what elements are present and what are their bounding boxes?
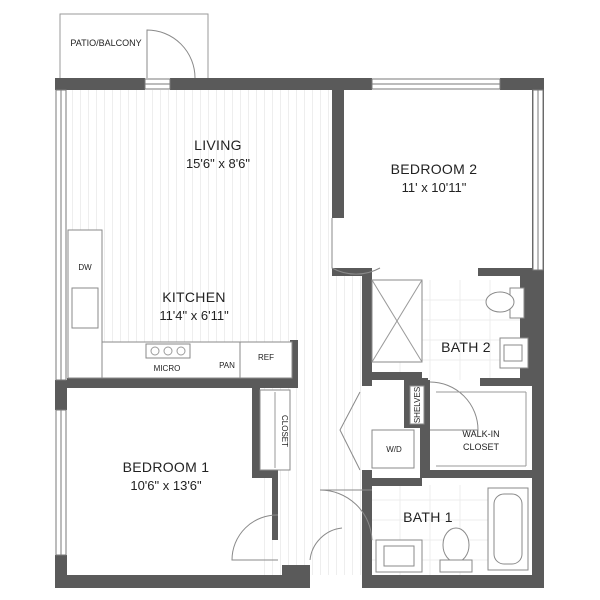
bath2-label: BATH 2 xyxy=(441,339,491,355)
pantry-label: PAN xyxy=(219,361,235,370)
bedroom2-label: BEDROOM 2 xyxy=(391,161,478,177)
washer-dryer-label: W/D xyxy=(386,445,402,454)
bath2-fixtures xyxy=(371,279,529,369)
patio-outline xyxy=(59,13,209,78)
microwave-label: MICRO xyxy=(154,364,181,373)
dishwasher-label: DW xyxy=(78,263,92,272)
wood-flooring xyxy=(68,90,362,575)
walkin-label-line2: CLOSET xyxy=(463,442,500,452)
bedroom1-label: BEDROOM 1 xyxy=(123,459,210,475)
doors xyxy=(146,29,479,561)
bedroom1-closet xyxy=(259,389,291,471)
closet-label: CLOSET xyxy=(280,415,289,447)
living-dims: 15'6" x 8'6" xyxy=(186,156,250,171)
bedroom1-dims: 10'6" x 13'6" xyxy=(130,478,202,493)
walkin-label-line1: WALK-IN xyxy=(462,429,499,439)
walls xyxy=(55,78,544,588)
windows xyxy=(55,78,544,556)
living-label: LIVING xyxy=(194,137,242,153)
shelves-label: SHELVES xyxy=(413,387,422,423)
bedroom2-dims: 11' x 10'11" xyxy=(402,180,467,195)
patio-label: PATIO/BALCONY xyxy=(70,38,141,48)
bath1-fixtures xyxy=(375,487,529,573)
kitchen-dims: 11'4" x 6'11" xyxy=(159,308,229,323)
refrigerator-label: REF xyxy=(258,353,274,362)
kitchen-label: KITCHEN xyxy=(162,289,226,305)
laundry-and-closet xyxy=(371,385,527,469)
kitchen-counters xyxy=(67,229,293,379)
bath1-label: BATH 1 xyxy=(403,509,453,525)
